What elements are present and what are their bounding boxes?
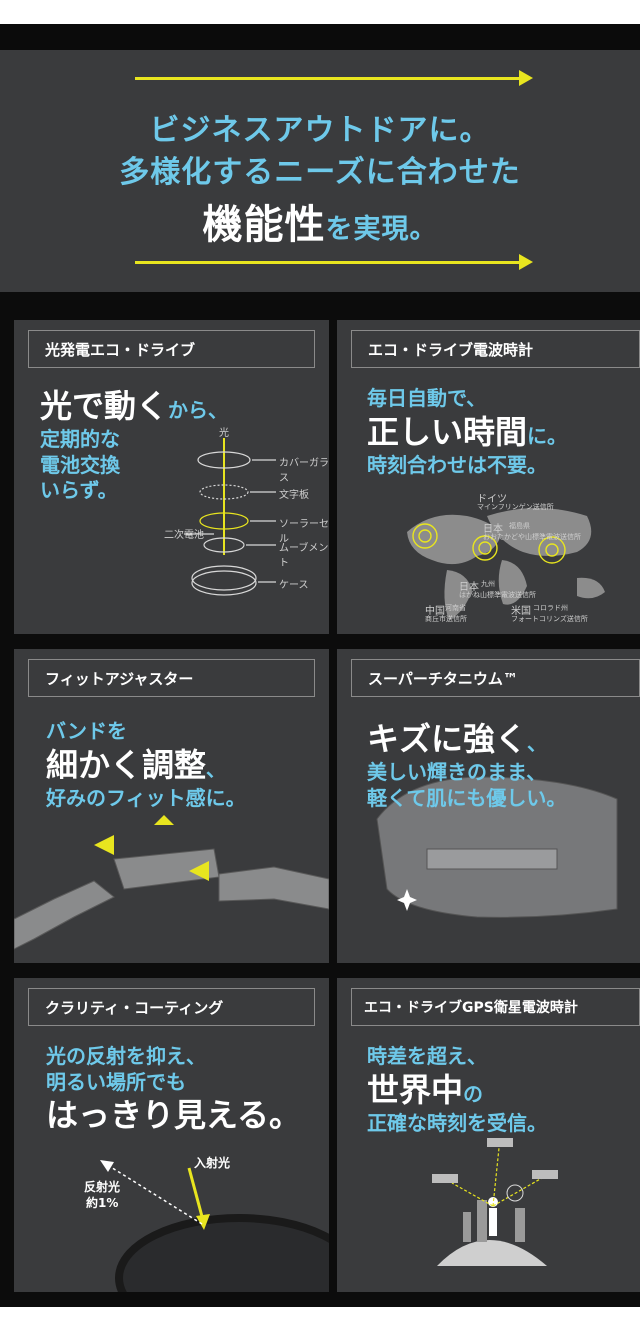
diagram-label: 二次電池	[164, 530, 204, 541]
headline: 世界中	[367, 1070, 464, 1109]
copy-line: 時刻合わせは不要。	[367, 452, 547, 477]
headline: 正しい時間	[367, 412, 528, 451]
panel-copy: 光の反射を抑え、 明るい場所でも はっきり見える。	[46, 1044, 301, 1136]
headline-suffix: の	[463, 1081, 484, 1106]
diagram-label: カバーガラス	[279, 458, 329, 484]
arrow-right-icon	[135, 70, 533, 86]
hero-line-2: 多様化するニーズに合わせた	[119, 155, 521, 190]
headline-suffix: 、	[527, 731, 548, 755]
titanium-bracelet-image	[376, 776, 618, 918]
diagram-label: 光	[219, 428, 229, 439]
reflected-light-label: 反射光	[84, 1180, 121, 1194]
exploded-watch-diagram	[184, 438, 276, 596]
world-map-icon	[407, 508, 605, 620]
hero-line-3: 機能性を実現。	[0, 192, 640, 250]
panel-clarity-coating: クラリティ・コーティング 光の反射を抑え、 明るい場所でも はっきり見える。 入…	[14, 978, 329, 1292]
headline: キズに強く	[367, 720, 528, 758]
headline: 光で動く	[40, 387, 169, 425]
copy-line: 時差を超え、	[367, 1044, 487, 1068]
panel-copy: 光で動くから、 定期的な 電池交換 いらず。	[40, 386, 228, 504]
copy-line: 定期的な	[40, 426, 120, 451]
map-label: はがね山標準電波送信所	[459, 591, 536, 599]
headline: はっきり見える。	[46, 1096, 302, 1135]
panel-copy: 時差を超え、 世界中の 正確な時刻を受信。	[367, 1044, 547, 1136]
map-label: 中国	[425, 606, 445, 617]
headline: 細かく調整	[46, 745, 207, 784]
map-label: 商丘市送信所	[425, 615, 467, 623]
headline-suffix: 、	[206, 756, 227, 781]
hero-line-3-rest: を実現。	[325, 214, 438, 245]
copy-line: 好みのフィット感に。	[46, 785, 246, 810]
diagram-label: ケース	[279, 580, 309, 591]
map-label: 米国	[511, 606, 531, 617]
copy-line: 明るい場所でも	[46, 1069, 186, 1094]
panel-copy: 毎日自動で、 正しい時間に。 時刻合わせは不要。	[367, 386, 567, 478]
arrow-right-icon	[135, 254, 533, 270]
map-label: おおたかどや山標準電波送信所	[483, 533, 581, 541]
map-label: コロラド州	[533, 604, 568, 612]
panel-radio-controlled: エコ・ドライブ電波時計 毎日自動で、 正しい時間に。 時刻合わせは不要。 ドイツ…	[337, 320, 640, 634]
reflected-light-value: 約1%	[86, 1196, 119, 1210]
map-label: 福島県	[509, 522, 530, 530]
map-label: ドイツ	[477, 494, 507, 505]
copy-line: 電池交換	[40, 452, 120, 477]
panel-title: 光発電エコ・ドライブ	[28, 330, 315, 368]
map-label: フォートコリンズ送信所	[511, 615, 588, 623]
watch-reflection-diagram	[100, 1160, 329, 1292]
gps-satellite-icon	[432, 1138, 558, 1266]
copy-line: 軽くて肌にも優しい。	[367, 785, 567, 810]
panel-copy: バンドを 細かく調整、 好みのフィット感に。	[46, 719, 246, 811]
map-label: マインフリンゲン送信所	[477, 503, 554, 511]
panel-gps-satellite: エコ・ドライブGPS衛星電波時計 時差を超え、 世界中の 正確な時刻を受信。	[337, 978, 640, 1292]
top-bar	[0, 24, 640, 50]
panel-fit-adjuster: フィットアジャスター バンドを 細かく調整、 好みのフィット感に。	[14, 649, 329, 963]
copy-line: 毎日自動で、	[367, 386, 487, 410]
hero-banner: ビジネスアウトドアに。 多様化するニーズに合わせた 機能性を実現。	[0, 50, 640, 292]
bracelet-clasp-image	[14, 815, 329, 950]
copy-line: バンドを	[46, 719, 127, 743]
panel-title: クラリティ・コーティング	[28, 988, 315, 1026]
diagram-label: 文字板	[279, 490, 309, 501]
map-label: 日本	[459, 582, 479, 593]
map-label: 河南省	[445, 604, 466, 612]
panel-copy: キズに強く、 美しい輝きのまま、 軽くて肌にも優しい。	[367, 719, 566, 811]
copy-line: 光の反射を抑え、	[46, 1044, 206, 1068]
panel-eco-drive: 光発電エコ・ドライブ 光で動くから、 定期的な 電池交換 いらず。	[14, 320, 329, 634]
copy-line: いらず。	[40, 478, 118, 503]
headline-suffix: に。	[527, 423, 568, 448]
headline-suffix: から、	[168, 398, 229, 422]
bottom-spacer	[0, 1307, 640, 1330]
copy-line: 美しい輝きのまま、	[367, 759, 547, 784]
incident-light-label: 入射光	[194, 1156, 231, 1170]
panel-super-titanium: スーパーチタニウム™ キズに強く、 美しい輝きのまま、 軽くて肌にも優しい。	[337, 649, 640, 963]
copy-line: 正確な時刻を受信。	[367, 1110, 547, 1135]
panel-title: フィットアジャスター	[28, 659, 315, 697]
feature-grid: 光発電エコ・ドライブ 光で動くから、 定期的な 電池交換 いらず。	[0, 292, 640, 1307]
map-label: 日本	[483, 524, 503, 535]
hero-keyword: 機能性	[202, 202, 326, 248]
hero-line-1: ビジネスアウトドアに。	[149, 113, 491, 148]
map-label: 九州	[481, 580, 495, 588]
diagram-label: ムーブメント	[279, 543, 329, 569]
diagram-label: ソーラーセル	[279, 519, 329, 545]
